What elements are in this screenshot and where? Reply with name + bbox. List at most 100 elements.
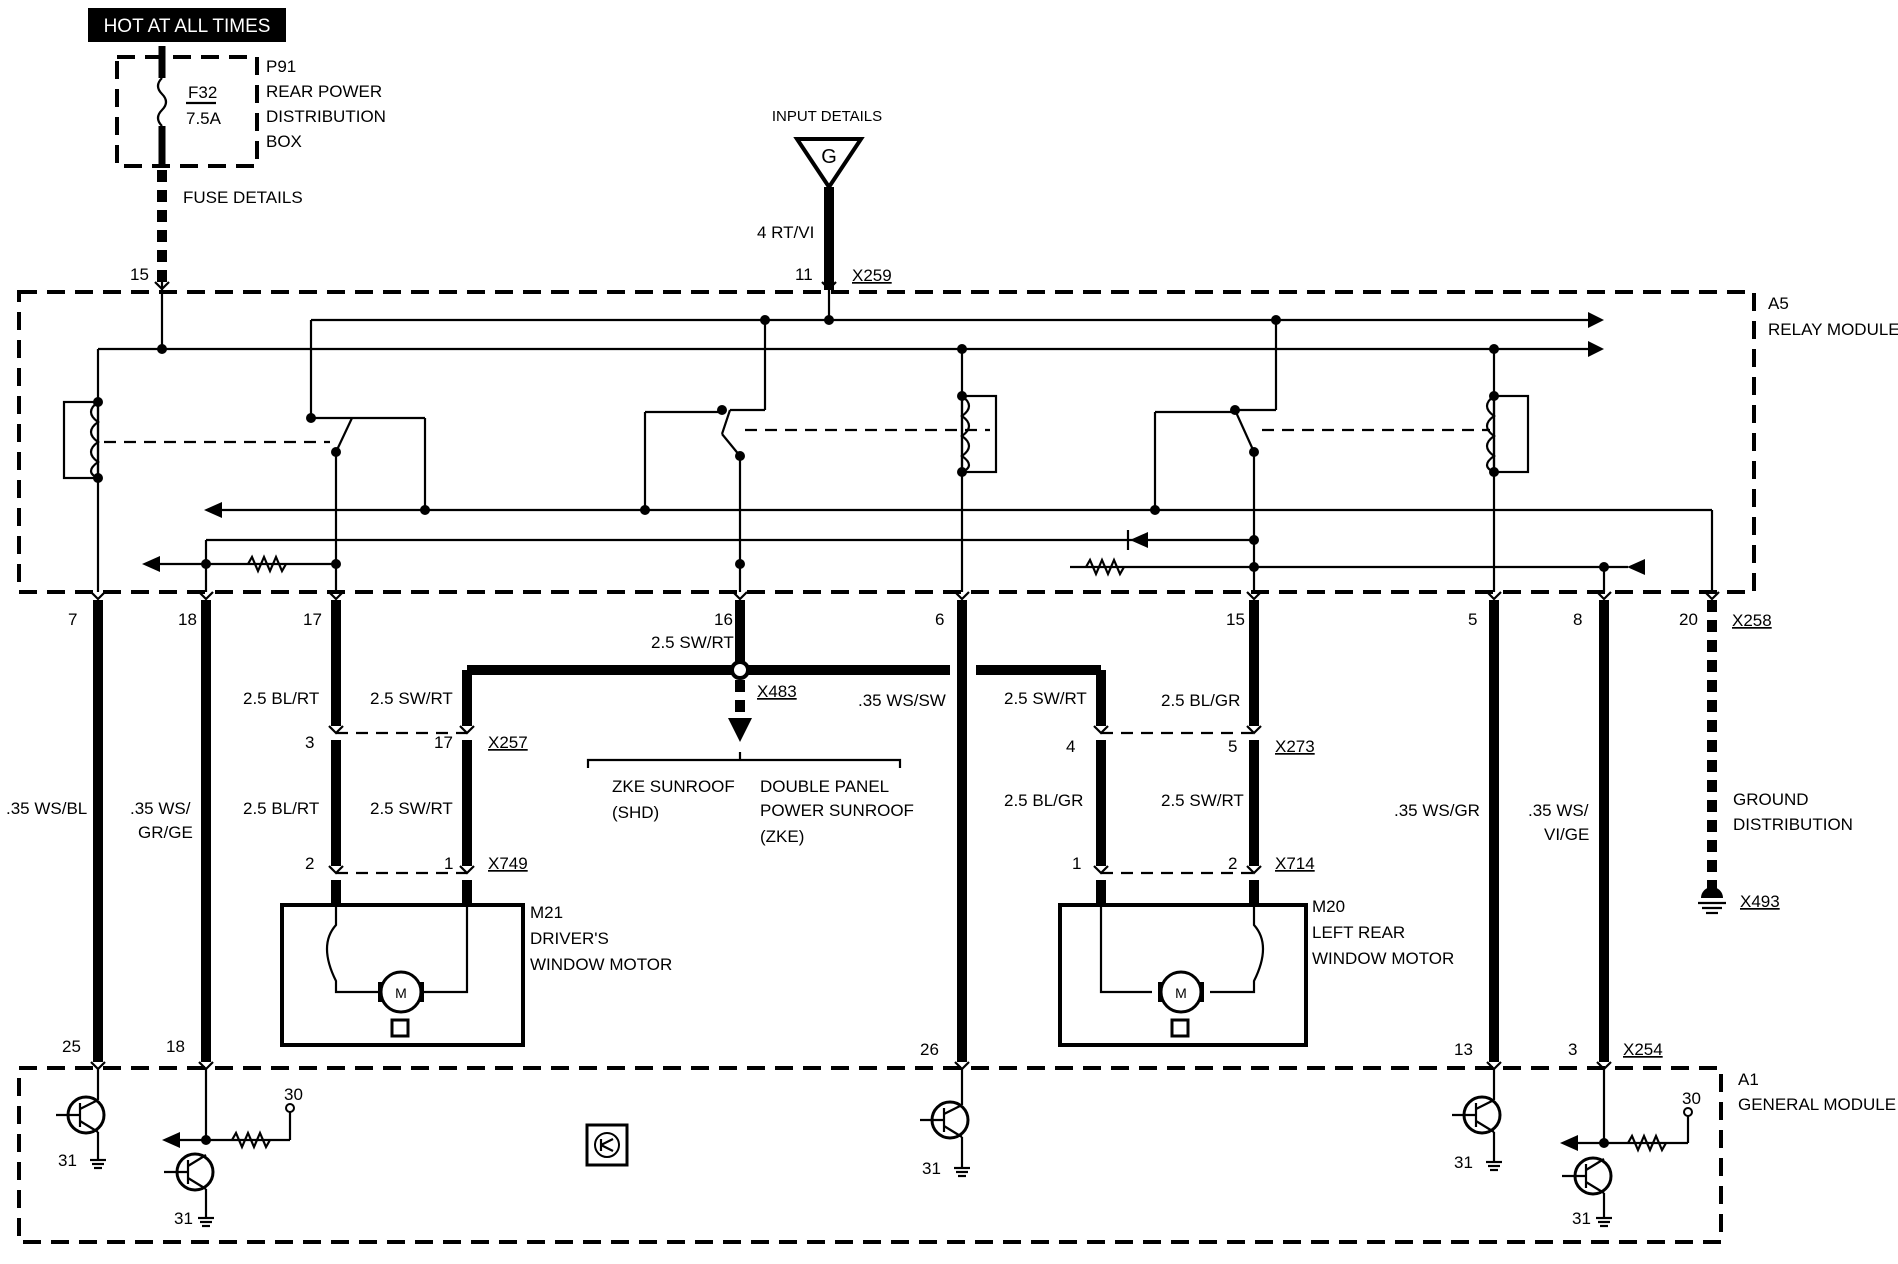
relay-coil-3 [1492, 394, 1530, 474]
motor-m20-box [1058, 903, 1308, 1047]
wire-label-7: .35 WS/BL [6, 799, 87, 818]
supply-30-a: 30 [284, 1085, 303, 1104]
input-wire-label: 4 RT/VI [757, 223, 814, 242]
relay-module-outline [17, 290, 1756, 594]
relay-pin-15-top: 15 [130, 265, 149, 284]
hot-badge-text: HOT AT ALL TIMES [104, 16, 271, 37]
fuse-id: F32 [188, 83, 217, 102]
sunroof-left-line1: ZKE SUNROOF [612, 777, 735, 796]
gnd-31-e: 31 [1572, 1209, 1591, 1228]
wire-label-18a: .35 WS/ [130, 799, 191, 818]
ground-line2: DISTRIBUTION [1733, 815, 1853, 834]
motor-m21-box [280, 903, 525, 1047]
connector-x273: X273 [1275, 737, 1315, 756]
relay-pin-7: 7 [68, 610, 77, 629]
sunroof-brace [586, 752, 902, 768]
gnd-31-d: 31 [1454, 1153, 1473, 1172]
sunroof-left-line2: (SHD) [612, 803, 659, 822]
x273-pin-b: 5 [1228, 737, 1237, 756]
arrow-left-gm1 [162, 1132, 180, 1148]
general-pin-3: 3 [1568, 1040, 1577, 1059]
relay-pin-11-top: 11 [795, 265, 813, 284]
fuse-box-line2: DISTRIBUTION [266, 107, 386, 126]
general-module-connector: X254 [1623, 1040, 1663, 1059]
wire-label-17b: 2.5 BL/RT [243, 799, 319, 818]
motor-m20-letter: M [1175, 985, 1187, 1001]
fuse-box-outline [115, 55, 259, 168]
wire-label-sw-left2: 2.5 SW/RT [370, 799, 453, 818]
hot-badge-bg [88, 8, 286, 42]
diode-symbol [1130, 532, 1148, 548]
relay-pin-17: 17 [303, 610, 322, 629]
relay-module-name: RELAY MODULE [1768, 320, 1898, 339]
wire-label-17: 2.5 BL/RT [243, 689, 319, 708]
sunroof-right-line2: POWER SUNROOF [760, 801, 914, 820]
general-pin-25: 25 [62, 1037, 81, 1056]
arrow-left-2 [142, 556, 160, 572]
relay-coil-2 [960, 394, 998, 474]
splice-x483-dot [730, 660, 750, 680]
relay-connector-x259: X259 [852, 266, 892, 285]
fuse-box-line3: BOX [266, 132, 302, 151]
fuse-f32-symbol [156, 77, 168, 127]
fuse-box-id: P91 [266, 57, 296, 76]
general-pin-13: 13 [1454, 1040, 1473, 1059]
x749-pin-b: 1 [444, 854, 453, 873]
wire-label-8b: VI/GE [1544, 825, 1589, 844]
relay-pin-8: 8 [1573, 610, 1582, 629]
connector-x257: X257 [488, 733, 528, 752]
relay-coil-1 [62, 400, 100, 480]
motor-m21-id: M21 [530, 903, 563, 922]
motor-m20-line1: LEFT REAR [1312, 923, 1405, 942]
gnd-31-a: 31 [58, 1151, 77, 1170]
sunroof-arrow-down [728, 718, 752, 742]
motor-m20-id: M20 [1312, 897, 1345, 916]
input-g-letter: G [821, 146, 837, 168]
wire-label-blgr: 2.5 BL/GR [1004, 791, 1083, 810]
input-g-symbol [793, 137, 865, 191]
ground-line1: GROUND [1733, 790, 1809, 809]
general-module-name: GENERAL MODULE [1738, 1095, 1896, 1114]
motor-m21-letter: M [395, 985, 407, 1001]
general-module-outline [17, 1066, 1723, 1244]
splice-x483: X483 [757, 682, 797, 701]
supply-30-b: 30 [1682, 1089, 1701, 1108]
wire-label-15: 2.5 BL/GR [1161, 691, 1240, 710]
general-module-id: A1 [1738, 1070, 1759, 1089]
x714-pin-b: 2 [1228, 854, 1237, 873]
x257-pin-a: 3 [305, 733, 314, 752]
fuse-rating: 7.5A [186, 109, 222, 128]
input-details-title: INPUT DETAILS [772, 108, 882, 125]
x273-pin-a: 4 [1066, 737, 1075, 756]
general-pin-26: 26 [920, 1040, 939, 1059]
connector-x749: X749 [488, 854, 528, 873]
ground-id: X493 [1740, 892, 1780, 911]
relay-arrow-left [204, 502, 222, 518]
x714-pin-a: 1 [1072, 854, 1081, 873]
motor-m21-line1: DRIVER'S [530, 929, 609, 948]
wire-label-5: .35 WS/GR [1394, 801, 1480, 820]
wire-label-sw-right: 2.5 SW/RT [1004, 689, 1087, 708]
arrow-left-3 [1627, 559, 1645, 575]
motor-m21-hall-icon [390, 1018, 410, 1038]
wire-label-6: .35 WS/SW [858, 691, 946, 710]
wire-label-swrt-r: 2.5 SW/RT [1161, 791, 1244, 810]
wire-label-sw-left: 2.5 SW/RT [370, 689, 453, 708]
general-pin-18: 18 [166, 1037, 185, 1056]
motor-m20-hall-icon [1170, 1018, 1190, 1038]
gnd-31-b: 31 [174, 1209, 193, 1228]
ground-x493-symbol [1701, 887, 1723, 898]
sunroof-right-line3: (ZKE) [760, 827, 804, 846]
connector-x714: X714 [1275, 854, 1315, 873]
wire-label-18b: GR/GE [138, 823, 193, 842]
relay-pin-18: 18 [178, 610, 197, 629]
relay-pin-20: 20 [1679, 610, 1698, 629]
motor-m20-line2: WINDOW MOTOR [1312, 949, 1454, 968]
motor-m21-line2: WINDOW MOTOR [530, 955, 672, 974]
x749-pin-a: 2 [305, 854, 314, 873]
fuse-box-line1: REAR POWER [266, 82, 382, 101]
sunroof-right-line1: DOUBLE PANEL [760, 777, 889, 796]
gnd-31-c: 31 [922, 1159, 941, 1178]
relay-pin-15: 15 [1226, 610, 1245, 629]
relay-pin-5: 5 [1468, 610, 1477, 629]
